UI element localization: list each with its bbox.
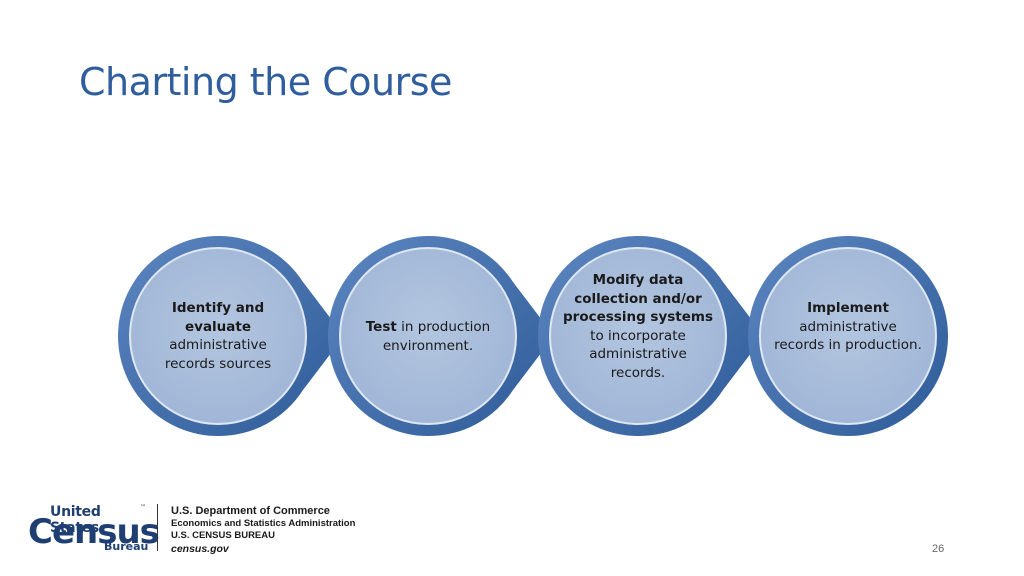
dept-line-3: U.S. CENSUS BUREAU bbox=[171, 530, 275, 541]
step-3-shape bbox=[538, 235, 764, 437]
step-2-rest: in production environment. bbox=[382, 319, 491, 354]
step-3-text: Modify data collection and/or processing… bbox=[563, 271, 713, 382]
logo-trademark: ™ bbox=[140, 504, 146, 511]
slide-title: Charting the Course bbox=[79, 60, 452, 104]
step-2-bold: Test bbox=[365, 319, 397, 335]
page-number: 26 bbox=[932, 543, 945, 555]
dept-line-2: Economics and Statistics Administration bbox=[171, 517, 356, 529]
step-1-text: Identify and evaluate administrative rec… bbox=[143, 299, 293, 373]
step-1-shape bbox=[118, 235, 344, 437]
step-4-rest: administrative records in production. bbox=[774, 318, 922, 354]
logo-census: Census bbox=[28, 512, 160, 552]
step-4-bold: Implement bbox=[807, 300, 889, 316]
department-info: U.S. Department of Commerce Economics an… bbox=[171, 505, 355, 555]
step-2-text: Test in production environment. bbox=[353, 318, 503, 355]
dept-line-1: U.S. Department of Commerce bbox=[171, 505, 330, 517]
step-2-shape bbox=[328, 235, 554, 437]
step-4-shape bbox=[748, 236, 948, 436]
logo-united-states: United States bbox=[50, 504, 101, 536]
step-1-bold: Identify and evaluate bbox=[171, 300, 265, 335]
census-bureau-logo: United States ™ Census Bureau bbox=[28, 504, 160, 554]
footer-divider bbox=[157, 504, 158, 551]
step-3-rest: to incorporate administrative records. bbox=[589, 327, 687, 381]
step-3-bold: Modify data collection and/or processing… bbox=[563, 272, 714, 325]
step-1-rest: administrative records sources bbox=[164, 337, 272, 372]
logo-bureau: Bureau bbox=[104, 540, 149, 553]
dept-website[interactable]: census.gov bbox=[171, 542, 229, 555]
step-4-text: Implement administrative records in prod… bbox=[773, 299, 923, 355]
